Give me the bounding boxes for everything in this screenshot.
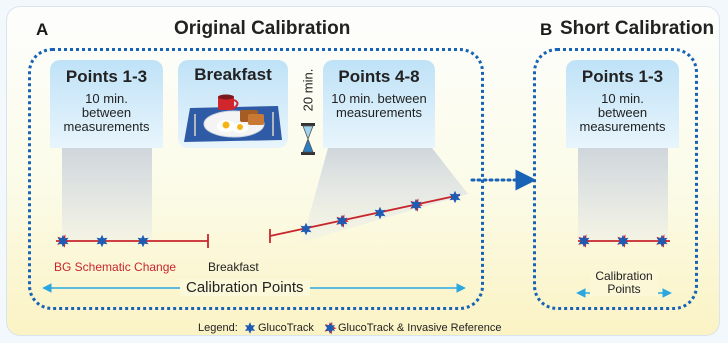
bg-schematic-change-label: BG Schematic Change <box>54 260 177 274</box>
breakfast-card: Breakfast <box>178 60 288 148</box>
short-calibration-points-label: Calibration Points <box>590 270 658 296</box>
calibration-points-label: Calibration Points <box>180 279 310 296</box>
hourglass-icon <box>301 123 315 155</box>
wait-20-min-label: 20 min. <box>300 68 316 112</box>
legend-prefix: Legend: <box>198 322 238 334</box>
section-a-letter: A <box>36 20 49 39</box>
points-1-3-beam <box>62 148 152 241</box>
points-4-8-beam <box>302 148 468 242</box>
points-4-8-subtitle: 10 min. between measurements <box>331 91 427 120</box>
legend-item-glucotrack: GlucoTrack <box>258 322 314 334</box>
breakfast-event-label: Breakfast <box>208 260 259 274</box>
section-a-title: Original Calibration <box>174 18 351 39</box>
points-1-3-card: Points 1-3 10 min. between measurements <box>50 60 163 148</box>
breakfast-plate-illustration <box>184 94 282 142</box>
short-points-1-3-title: Points 1-3 <box>581 67 664 86</box>
points-1-3-title: Points 1-3 <box>65 67 148 86</box>
points-1-3-subtitle: 10 min. between measurements <box>63 91 150 134</box>
section-b-letter: B <box>540 20 553 39</box>
breakfast-card-title: Breakfast <box>194 65 272 84</box>
short-points-1-3-subtitle: 10 min. between measurements <box>579 91 666 134</box>
short-points-1-3-beam <box>578 148 668 241</box>
legend-item-glucotrack-invasive: GlucoTrack & Invasive Reference <box>338 322 502 334</box>
wait-20-min-label-wrap: 20 min. <box>295 62 321 118</box>
points-4-8-card: Points 4-8 10 min. between measurements <box>323 60 435 148</box>
short-points-1-3-card: Points 1-3 10 min. between measurements <box>566 60 679 148</box>
section-b-title: Short Calibration <box>560 18 715 39</box>
points-4-8-title: Points 4-8 <box>338 67 420 86</box>
